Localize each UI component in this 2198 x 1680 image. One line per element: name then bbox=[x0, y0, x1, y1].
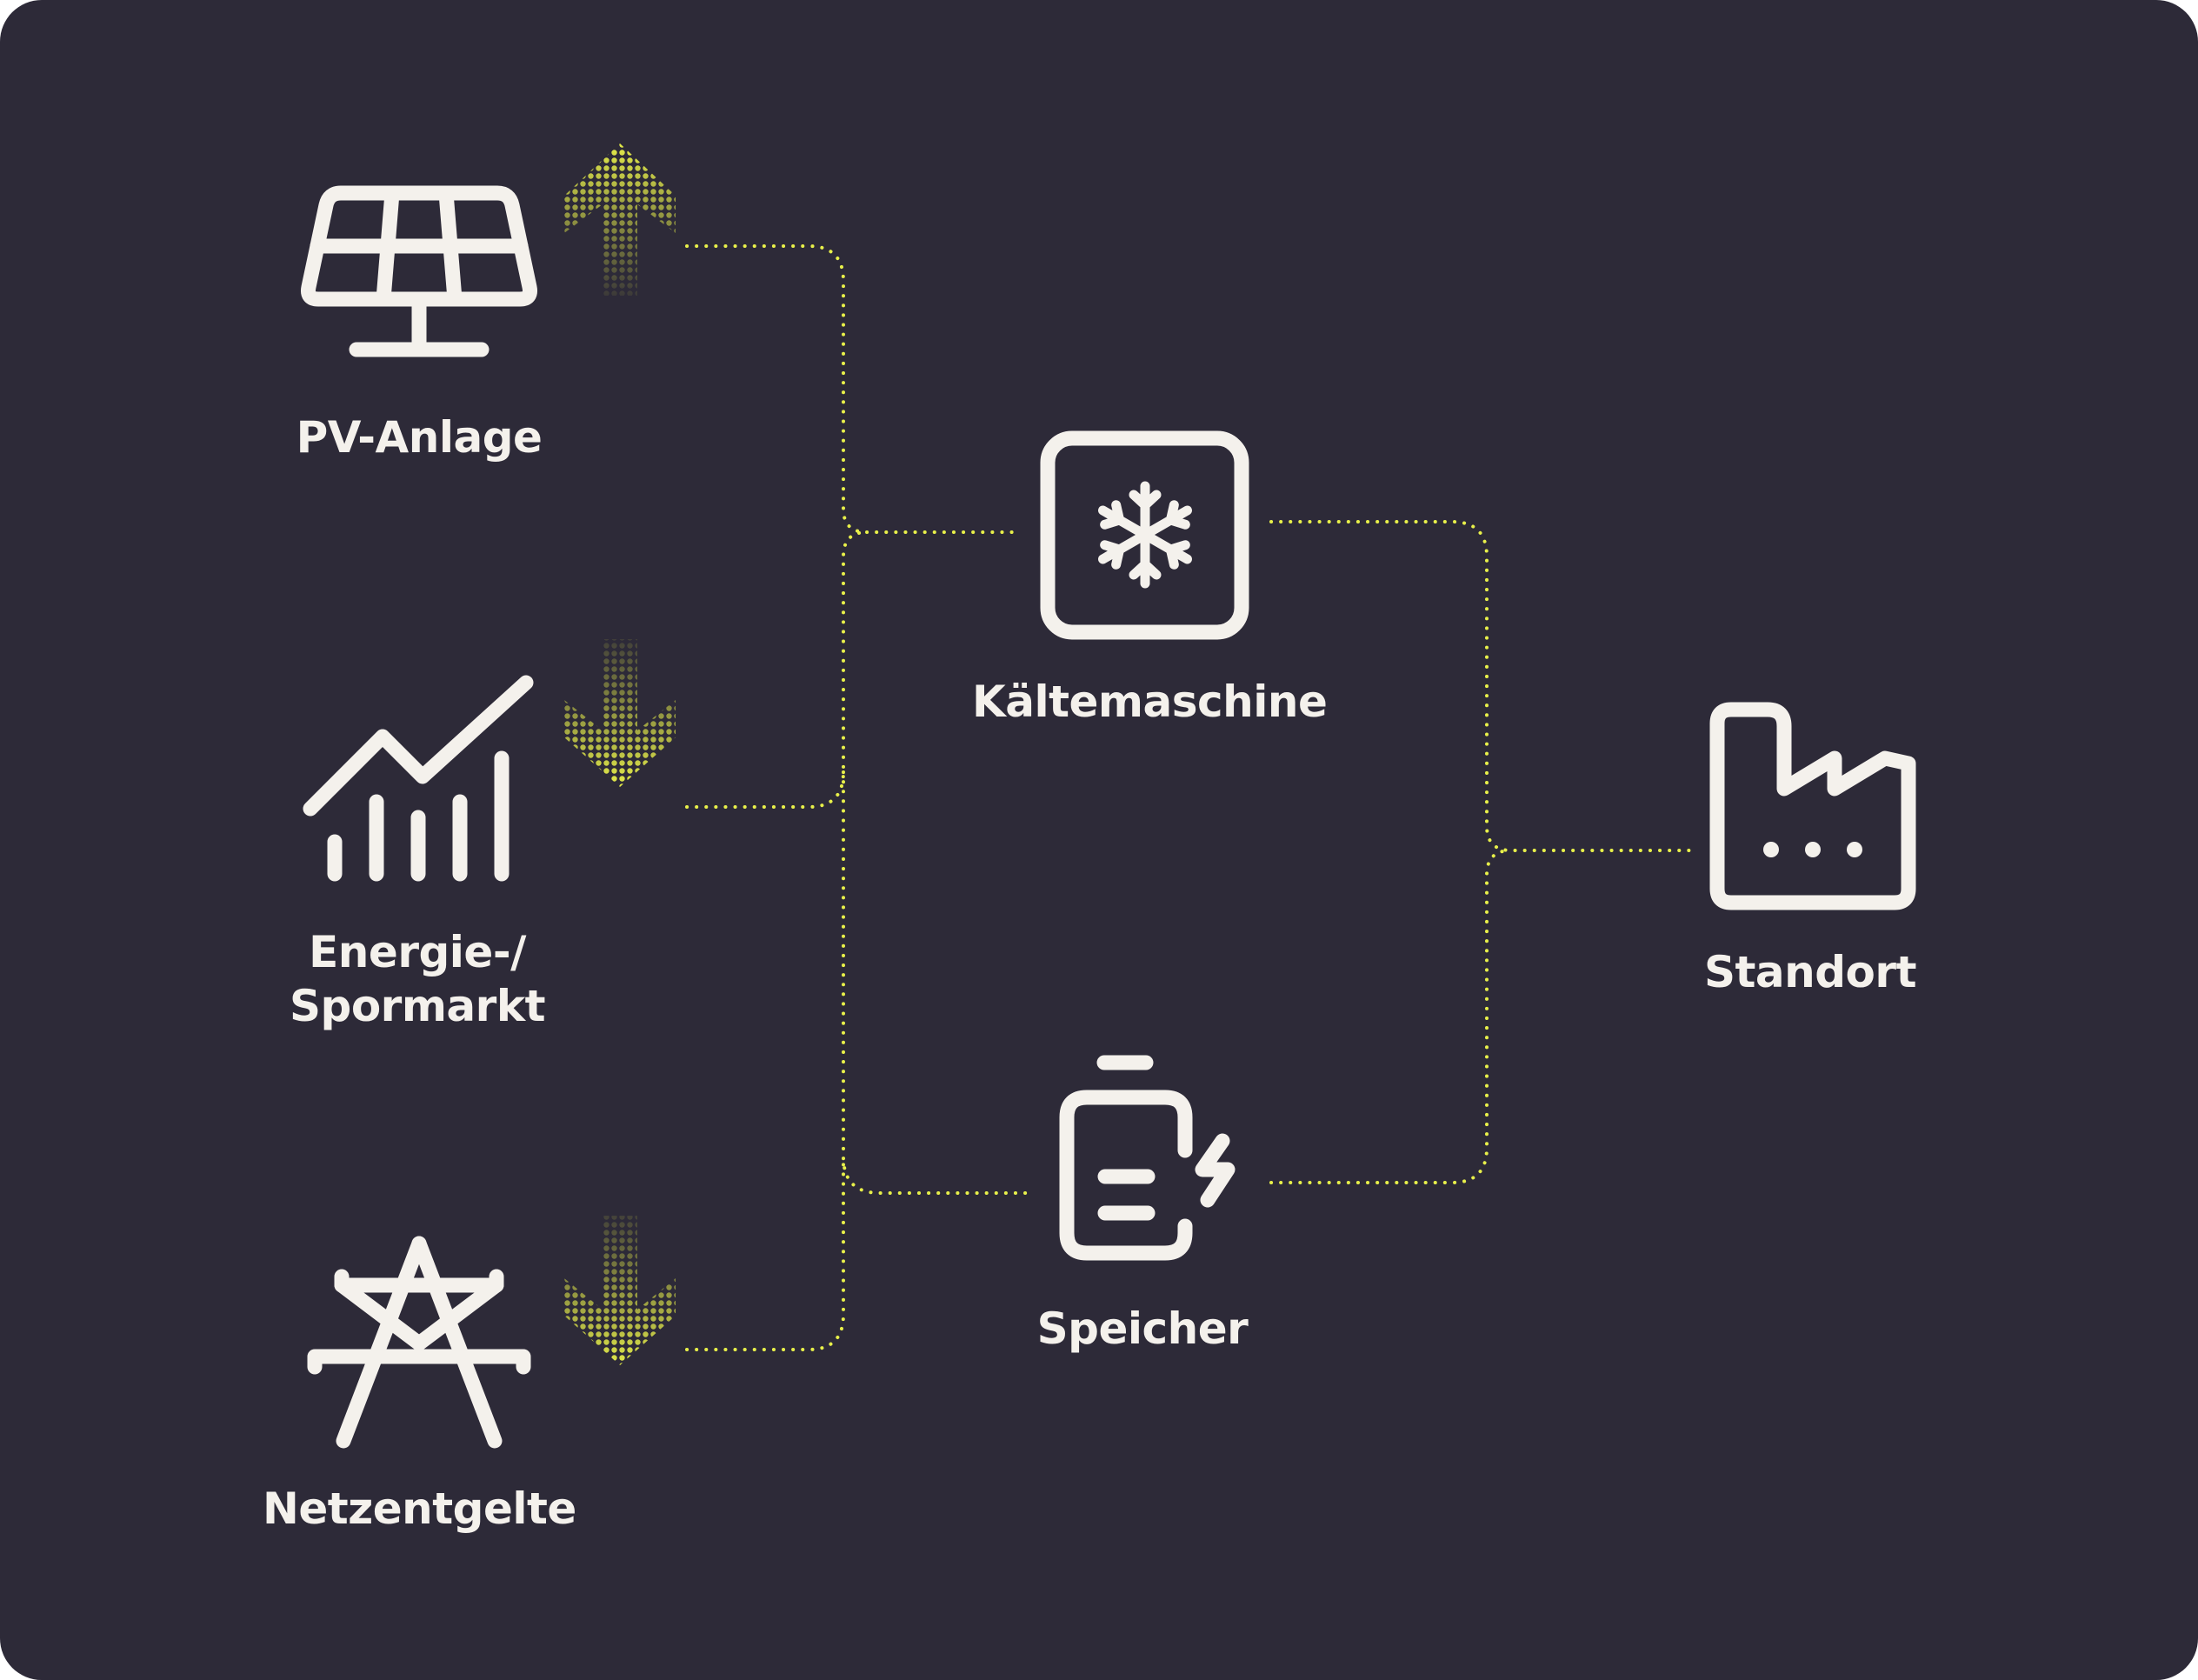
arrow-down-icon bbox=[564, 639, 676, 787]
connector-storage-bus bbox=[842, 770, 1036, 1195]
connector-grid bbox=[685, 1155, 845, 1351]
storage-label: Speicher bbox=[1036, 1303, 1249, 1354]
pv-label: PV-Anlage bbox=[296, 412, 543, 463]
connector-pv bbox=[685, 244, 1019, 534]
factory-icon bbox=[1709, 702, 1916, 910]
site-label: Standort bbox=[1704, 947, 1916, 997]
solar-panel-icon bbox=[301, 185, 537, 357]
connector-storage-site bbox=[1269, 849, 1513, 1184]
power-pylon-icon bbox=[307, 1236, 531, 1449]
battery-charging-icon bbox=[1059, 1055, 1236, 1261]
grid-label: Netzentgelte bbox=[263, 1483, 576, 1534]
market-label: Energie-/ Spormarkt bbox=[290, 927, 545, 1031]
chiller-label: Kältemaschine bbox=[972, 677, 1328, 727]
market-chart-icon bbox=[303, 675, 534, 882]
arrow-up-icon bbox=[564, 143, 676, 296]
connector-market bbox=[685, 530, 869, 809]
arrow-down-icon bbox=[564, 1216, 676, 1365]
connector-chiller-site bbox=[1269, 520, 1693, 852]
snowflake-icon bbox=[1040, 430, 1249, 640]
